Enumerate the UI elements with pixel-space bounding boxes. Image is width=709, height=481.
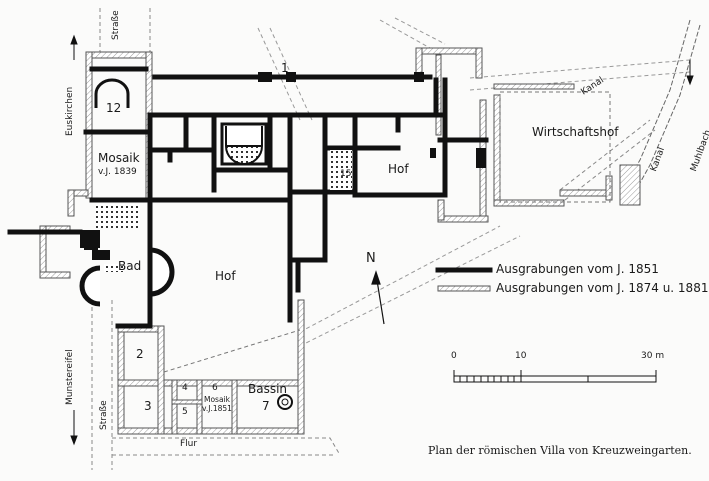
bath-apse (79, 247, 175, 307)
legend-dashed-text: Ausgrabungen vom J. 1874 u. 1881 (496, 281, 709, 295)
wirtschaftshof-label: Wirtschaftshof (532, 125, 619, 139)
flur-label: Flur (180, 439, 198, 449)
room-12-label: 12 (106, 101, 122, 115)
north-arrow (371, 270, 385, 325)
scale-bar (453, 370, 657, 383)
bassin-label: Bassin (248, 382, 288, 396)
street-label-top: Straße (111, 10, 121, 40)
euskirchen-label: Euskirchen (65, 86, 75, 136)
bath-blocks (80, 230, 110, 260)
road-top (99, 8, 151, 52)
apse-mosaic-room (220, 122, 268, 166)
hof-east-features (430, 148, 486, 168)
mosaik-1839-year: v.J. 1839 (98, 167, 137, 177)
mosaik-1839-label: Mosaik (98, 151, 140, 165)
room-4-label: 4 (182, 383, 188, 393)
later-excavation-outlines (163, 91, 611, 373)
hypocaust-patches (96, 150, 352, 272)
bad-label: Bad (118, 259, 142, 273)
top-wall-blocks (258, 72, 424, 82)
room-1-label: 1 (281, 61, 289, 75)
room-2-label: 2 (136, 347, 144, 361)
legend-solid-text: Ausgrabungen vom J. 1851 (496, 262, 659, 276)
road-left (91, 300, 113, 470)
plan-caption: Plan der römischen Villa von Kreuzweinga… (428, 444, 692, 457)
direction-arrows (70, 34, 694, 446)
room-12-apse (94, 78, 130, 108)
room-3-label: 3 (144, 399, 152, 413)
hof-main-label: Hof (215, 269, 236, 283)
scale-label-10: 10 (515, 351, 527, 361)
room-7-label: 7 (262, 399, 270, 413)
north-label: N (366, 251, 376, 266)
street-label-left: Straße (99, 400, 109, 430)
munstereifel-label: Munstereifel (65, 349, 75, 405)
mosaik-1851-year: v.J.1851 (202, 404, 232, 413)
bassin-basin (277, 394, 293, 410)
scale-label-0: 0 (451, 351, 457, 361)
room-5-label: 5 (182, 407, 188, 417)
room-6-label: 6 (212, 383, 218, 393)
field-boundary (112, 437, 341, 456)
room-15-label: 15 (340, 169, 352, 179)
scale-label-30: 30 m (641, 351, 665, 361)
hof-east-label: Hof (388, 162, 409, 176)
mosaik-1851-label: Mosaik (204, 395, 230, 404)
legend-dashed-swatch (437, 285, 491, 292)
